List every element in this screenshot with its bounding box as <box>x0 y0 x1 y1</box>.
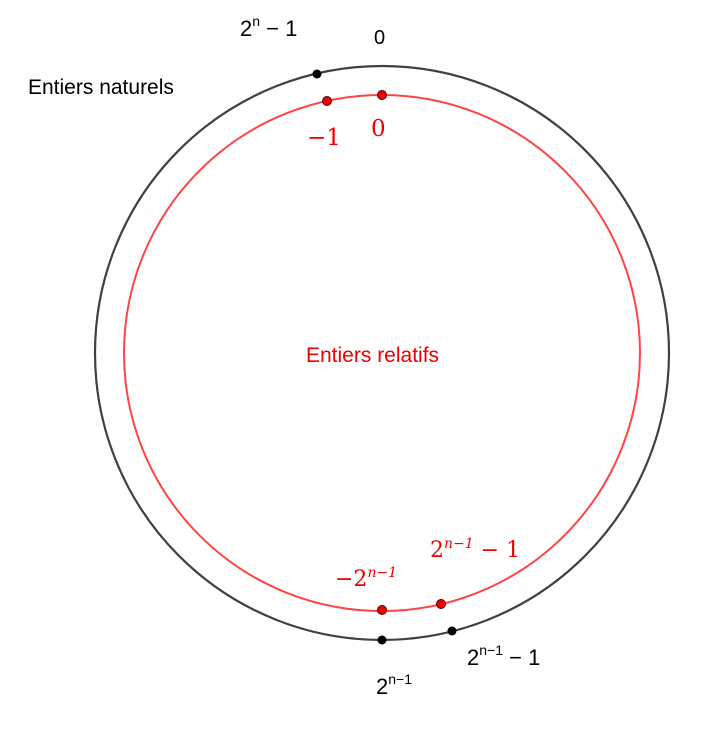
outer-point-max <box>312 69 322 79</box>
inner-label-zero: 0 <box>371 116 386 142</box>
outer-label-hm1-exp: n−1 <box>479 642 503 658</box>
outer-label-half-base: 2 <box>376 674 388 699</box>
inner-label-neg-min: −2n−1 <box>335 565 397 592</box>
inner-point-zero <box>377 90 387 100</box>
outer-label-max: 2n − 1 <box>240 13 297 41</box>
outer-label-half-exp: n−1 <box>388 671 412 687</box>
outer-label-max-exp: n <box>252 13 260 29</box>
outer-label-max-suffix: − 1 <box>260 16 297 41</box>
inner-title: Entiers relatifs <box>306 344 439 367</box>
outer-label-zero: 0 <box>374 27 385 49</box>
inner-label-minus-one: −1 <box>307 125 341 151</box>
outer-label-max-base: 2 <box>240 16 252 41</box>
outer-point-half-minus-one <box>447 626 457 636</box>
outer-point-half <box>377 635 387 645</box>
outer-label-half: 2n−1 <box>376 671 412 699</box>
inner-point-neg-min <box>377 605 387 615</box>
inner-point-minus-one <box>322 96 332 106</box>
inner-label-pos-max: 2n−1 − 1 <box>430 536 520 563</box>
outer-title: Entiers naturels <box>28 76 174 99</box>
inner-label-neg-min-base: −2 <box>335 567 367 592</box>
inner-label-neg-min-exp: n−1 <box>367 565 397 581</box>
inner-point-pos-max <box>436 599 446 609</box>
inner-label-pos-max-base: 2 <box>430 538 444 563</box>
outer-label-half-minus-one: 2n−1 − 1 <box>467 642 540 670</box>
inner-label-pos-max-exp: n−1 <box>444 536 474 552</box>
outer-label-hm1-base: 2 <box>467 645 479 670</box>
inner-label-pos-max-suffix: − 1 <box>474 538 520 563</box>
outer-label-hm1-suffix: − 1 <box>503 645 540 670</box>
